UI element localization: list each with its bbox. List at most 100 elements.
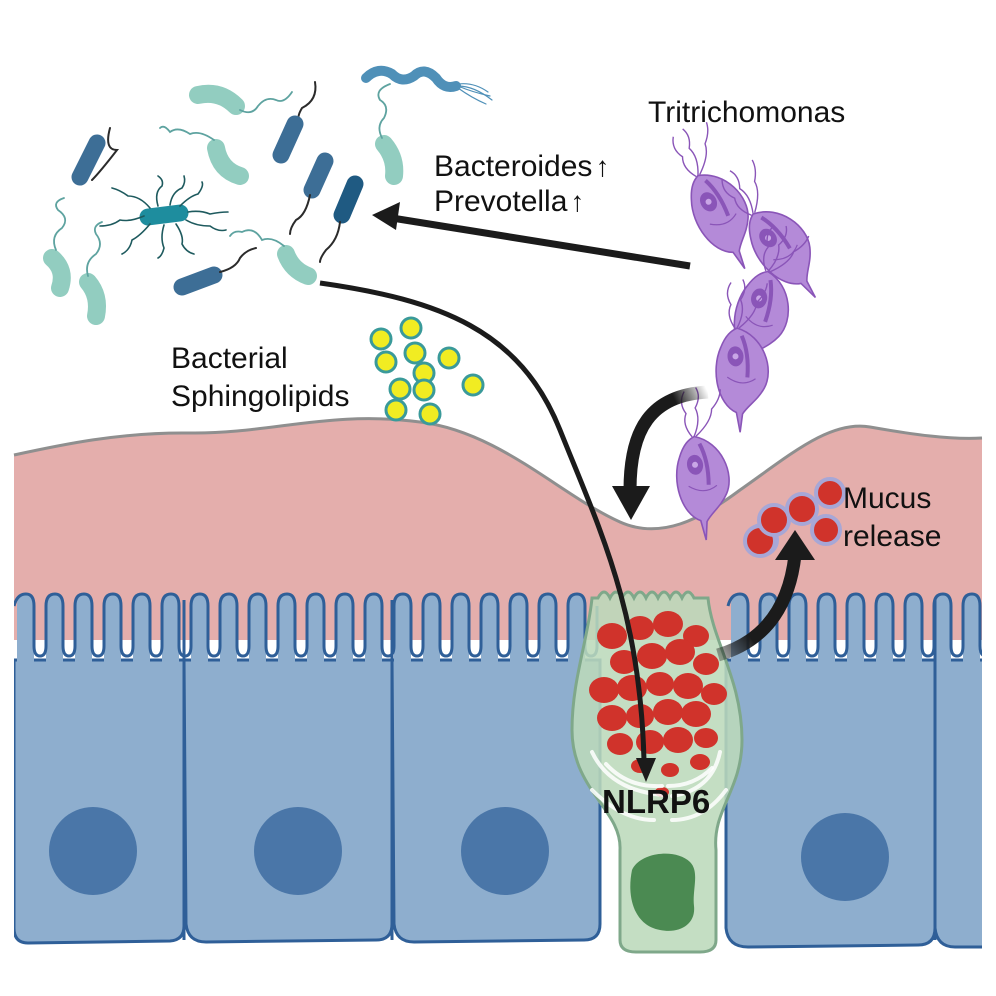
costa	[760, 215, 792, 250]
bacterium-vibrio	[79, 221, 106, 325]
bacterium-vibrio	[159, 125, 249, 185]
bacterium-rod	[272, 81, 317, 164]
microvillus	[75, 594, 92, 665]
mucus-layer-surface-line	[13, 417, 983, 531]
arrow-goblet-to-mucus-release	[716, 530, 815, 662]
label-bacterial: Bacterial	[171, 342, 288, 375]
epithelium	[14, 592, 982, 949]
microvillus	[818, 594, 835, 665]
microvillus	[481, 594, 498, 665]
flagellum	[682, 128, 699, 176]
microvillus	[365, 594, 382, 665]
mucus-granule	[810, 514, 842, 546]
flagellum	[729, 170, 754, 215]
microvillus	[963, 594, 980, 665]
flagellum	[769, 235, 810, 273]
enterocyte-4	[724, 658, 937, 949]
bacterium-rod	[173, 247, 257, 296]
mucus-layer-fill	[14, 418, 982, 640]
sphingolipid-particle	[399, 316, 423, 340]
sphingolipid-particle	[374, 350, 398, 374]
mucin-granule	[597, 705, 627, 731]
flagellum	[762, 225, 775, 272]
goblet-cell	[570, 590, 744, 954]
microvillus	[46, 594, 63, 665]
nucleolus	[692, 461, 699, 468]
nucleus	[801, 813, 889, 901]
mucin-granule	[617, 675, 647, 701]
mucin-granule	[637, 643, 667, 669]
nucleolus	[705, 198, 712, 205]
nucleolus	[756, 295, 763, 302]
undulating-membrane	[688, 484, 718, 492]
mucin-granule	[681, 701, 711, 727]
flagellum	[695, 389, 721, 437]
microvillus	[423, 594, 440, 665]
bacterium-spirillum	[361, 65, 493, 105]
enterocyte-2	[182, 658, 394, 944]
mucin-granule	[636, 730, 664, 754]
mucin-granule	[653, 699, 683, 725]
arrow-bacteria-to-nlrp6	[319, 280, 656, 782]
arrow-tritrichomonas-to-bacteria	[372, 202, 691, 270]
costa	[763, 279, 774, 323]
nlrp6-signal-arcs	[590, 750, 728, 822]
mucus-granule	[757, 503, 791, 537]
microvilli-outline	[14, 592, 982, 658]
tritrichomonas-cell	[721, 159, 817, 299]
enterocyte-5	[933, 658, 982, 949]
mucin-granule	[693, 653, 719, 675]
mucin-granule	[610, 650, 638, 674]
mucin-granule	[694, 728, 718, 748]
microvillus	[162, 594, 179, 665]
enterocyte-1	[14, 658, 186, 945]
bacterium-peritrichous	[99, 175, 229, 259]
costa	[697, 442, 711, 485]
label-bacteroides-text: Bacteroides	[434, 150, 593, 183]
label-prevotella: Prevotella↑	[434, 185, 584, 219]
goblet-cell-nucleus	[630, 853, 696, 931]
flagellum	[672, 136, 697, 178]
microvillus	[539, 594, 556, 665]
label-mucus: Mucus	[843, 482, 932, 515]
flagellum	[751, 159, 759, 213]
mucin-granule	[626, 616, 654, 640]
mucin-granule	[646, 672, 674, 696]
label-nlrp6: NLRP6	[602, 783, 711, 820]
mucin-granule	[683, 625, 709, 647]
bacterium-rod	[319, 175, 364, 263]
mucin-granule	[690, 754, 710, 770]
flagellum	[767, 225, 788, 272]
flagellum	[699, 121, 709, 175]
label-release: release	[843, 520, 942, 553]
sphingolipid-particle	[412, 378, 436, 402]
mucus-granule	[814, 477, 846, 509]
sphingolipid-particle	[388, 377, 412, 401]
mucin-granule	[653, 611, 683, 637]
arrow-tritrichomonas-to-mucus	[612, 385, 709, 520]
sphingolipid-particle	[384, 398, 408, 422]
mucin-granule	[597, 623, 627, 649]
bacteria-cluster	[43, 65, 493, 325]
microvillus	[568, 594, 585, 665]
tritrichomonas-group	[672, 121, 817, 541]
mucus-layer	[13, 417, 983, 640]
microvillus	[249, 594, 266, 665]
microvillus	[278, 594, 295, 665]
costa	[704, 178, 731, 217]
microvillus	[104, 594, 121, 665]
label-tritrichomonas: Tritrichomonas	[648, 96, 846, 129]
microvillus	[452, 594, 469, 665]
nucleus	[461, 807, 549, 895]
microvillus	[133, 594, 150, 665]
microvillus	[847, 594, 864, 665]
sphingolipid-particle	[437, 346, 461, 370]
label-sphingolipids: Sphingolipids	[171, 380, 350, 413]
mucin-granule	[701, 683, 727, 705]
mucin-granule	[665, 639, 695, 665]
nucleus	[254, 807, 342, 895]
bacterium-rod	[289, 152, 334, 235]
mucin-granule	[661, 763, 679, 777]
microvillus	[336, 594, 353, 665]
